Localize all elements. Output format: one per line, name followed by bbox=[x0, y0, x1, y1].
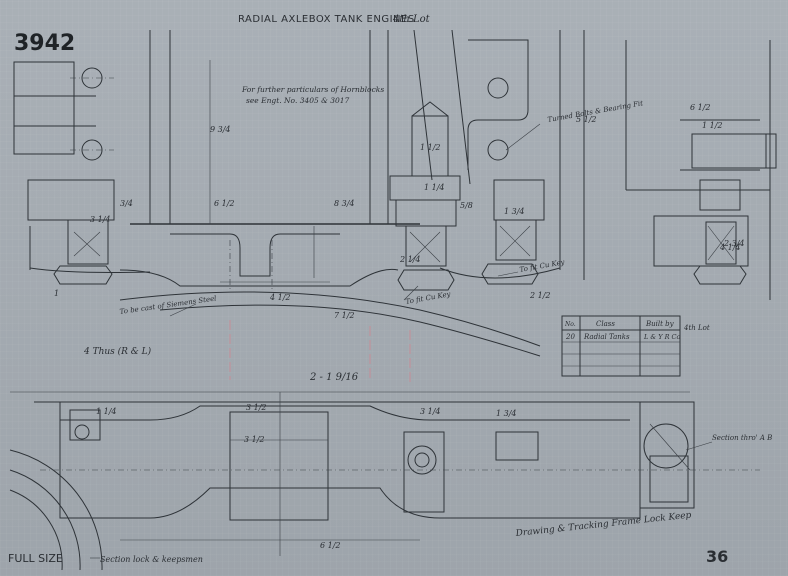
red-pencil-marks bbox=[229, 320, 411, 384]
drawing-number: 3942 bbox=[14, 31, 75, 56]
table-row-no: 20 bbox=[565, 333, 575, 341]
central-frame bbox=[119, 30, 541, 357]
order-table: No. Class Built by 20 Radial Tanks L & Y… bbox=[561, 315, 710, 377]
svg-text:2 1/2: 2 1/2 bbox=[529, 291, 551, 300]
thus-note: 4 Thus (R & L) bbox=[83, 346, 152, 357]
svg-text:3/4: 3/4 bbox=[120, 199, 133, 208]
side-note-key-2: To fit Cu Key bbox=[405, 290, 452, 306]
reference-note-1: For further particulars of Hornblocks bbox=[241, 85, 384, 94]
svg-text:3 1/2: 3 1/2 bbox=[244, 435, 265, 444]
svg-text:6 1/2: 6 1/2 bbox=[214, 199, 235, 208]
overall-dimension: 2 - 1 9/16 bbox=[309, 372, 359, 383]
bottom-caption: Drawing & Tracking Frame Lock Keep bbox=[514, 511, 692, 540]
svg-text:5/8: 5/8 bbox=[460, 201, 473, 210]
svg-text:2 3/4: 2 3/4 bbox=[723, 239, 745, 248]
side-note-section: Section thro' A B bbox=[712, 434, 772, 442]
svg-text:3 1/4: 3 1/4 bbox=[90, 215, 111, 224]
sheet-number: 36 bbox=[706, 547, 728, 566]
right-bolt-detail bbox=[625, 40, 777, 300]
svg-text:8 3/4: 8 3/4 bbox=[334, 199, 355, 208]
svg-text:6 1/2: 6 1/2 bbox=[320, 541, 341, 550]
leader-lines bbox=[90, 123, 713, 559]
reference-note-2: see Engt. No. 3405 & 3017 bbox=[246, 96, 350, 105]
table-row-class: Radial Tanks bbox=[583, 333, 630, 341]
hornblock-detail bbox=[389, 29, 585, 291]
scale-label: FULL SIZE bbox=[8, 552, 63, 565]
table-header-no: No. bbox=[564, 321, 576, 328]
svg-text:1 3/4: 1 3/4 bbox=[496, 409, 517, 418]
left-bolt-detail bbox=[13, 61, 151, 285]
drawing-title: RADIAL AXLEBOX TANK ENGINES bbox=[238, 14, 415, 25]
svg-text:6 1/2: 6 1/2 bbox=[690, 103, 711, 112]
svg-text:4 1/2: 4 1/2 bbox=[269, 293, 291, 302]
svg-text:5 1/2: 5 1/2 bbox=[576, 115, 597, 124]
svg-text:9 3/4: 9 3/4 bbox=[210, 125, 231, 134]
svg-text:1: 1 bbox=[54, 289, 59, 298]
drawing-title-suffix: 4th Lot bbox=[392, 14, 431, 25]
svg-text:1 3/4: 1 3/4 bbox=[504, 207, 525, 216]
dimension-labels: 6 1/2 8 3/4 1 1/2 7 1/2 3 1/2 1 3/4 2 3/… bbox=[54, 103, 745, 550]
scale-note: Section lock & keepsmen bbox=[100, 555, 203, 564]
frame-plan-view bbox=[9, 391, 760, 571]
side-note-steel: To be cast of Siemens Steel bbox=[119, 294, 217, 316]
svg-text:2 1/4: 2 1/4 bbox=[399, 255, 421, 264]
svg-text:1 1/2: 1 1/2 bbox=[702, 121, 723, 130]
table-row-built: L & Y R Co bbox=[643, 333, 681, 341]
table-row-lot: 4th Lot bbox=[683, 324, 710, 332]
svg-text:1 1/2: 1 1/2 bbox=[420, 143, 441, 152]
table-header-class: Class bbox=[596, 320, 615, 328]
svg-text:3 1/2: 3 1/2 bbox=[246, 403, 267, 412]
svg-text:3 1/4: 3 1/4 bbox=[420, 407, 441, 416]
svg-text:1 1/4: 1 1/4 bbox=[96, 407, 117, 416]
table-header-built: Built by bbox=[645, 320, 675, 328]
svg-text:7 1/2: 7 1/2 bbox=[334, 311, 355, 320]
svg-text:1 1/4: 1 1/4 bbox=[424, 183, 445, 192]
svg-text:4 1/4: 4 1/4 bbox=[719, 243, 741, 252]
